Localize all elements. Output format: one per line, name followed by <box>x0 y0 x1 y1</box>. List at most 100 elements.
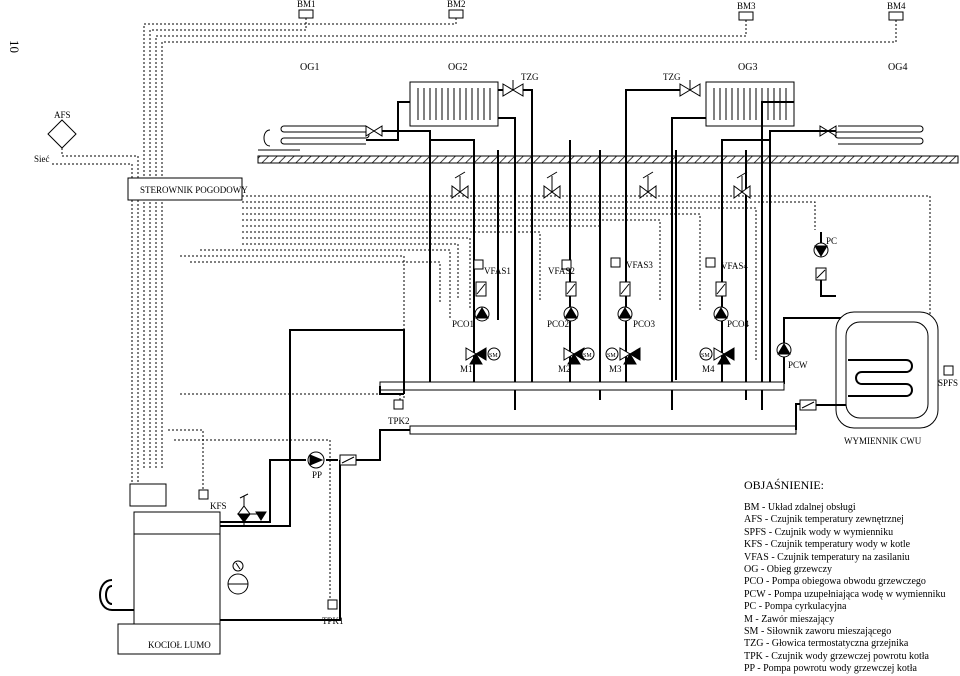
legend-item: PC - Pompa cyrkulacyjna <box>744 601 847 613</box>
spfs-sensor: SPFS <box>938 365 958 388</box>
controller-wiring <box>180 195 931 400</box>
manifolds <box>379 381 800 435</box>
bm3-label: BM3 <box>737 1 756 11</box>
pc-label: PC <box>826 236 837 246</box>
boiler: KOCIOŁ LUMO <box>99 483 221 655</box>
pco2-pump: PCO2 <box>547 306 579 329</box>
legend-title: OBJAŚNIENIE: <box>744 478 824 492</box>
pcw-pump: PCW <box>776 317 844 384</box>
afs-diamond <box>47 119 77 149</box>
legend-item: PP - Pompa powrotu wody grzewczej kotła <box>744 663 917 675</box>
tpk2-box <box>393 399 404 410</box>
mixing-valves: SM M1 SM M2 SM M3 SM M4 <box>460 347 735 374</box>
bm4-label: BM4 <box>887 1 906 11</box>
bm-wiring <box>131 18 897 482</box>
afs-label: AFS <box>54 110 71 120</box>
kfs-sensor: KFS <box>168 429 227 511</box>
wymiennik-label: WYMIENNIK CWU <box>844 436 922 446</box>
sterownik-box <box>127 177 243 201</box>
trim-valves <box>451 171 751 199</box>
vfas-sensors: VFAS1 VFAS2 VFAS3 VFAS4 <box>473 257 748 276</box>
tzg-valve-left: TZG <box>502 72 539 97</box>
m1-label: M1 <box>460 364 473 374</box>
og3-label: OG3 <box>738 62 757 73</box>
vfas2-box <box>561 259 572 270</box>
bm3-box <box>738 11 754 21</box>
legend-item: VFAS - Czujnik temperatury na zasilaniu <box>744 551 910 563</box>
m4-valve: SM M4 <box>699 347 735 374</box>
m4-sm-label: SM <box>701 353 710 359</box>
pc-pump: PC <box>813 232 837 297</box>
vfas3-label: VFAS3 <box>626 260 653 270</box>
pco1-pump: PCO1 <box>452 306 490 329</box>
radiator-og2 <box>409 81 499 127</box>
spfs-label: SPFS <box>938 378 958 388</box>
underfloor-loops <box>258 125 924 151</box>
bm1-box <box>298 9 314 19</box>
m2-sm-label: SM <box>583 353 592 359</box>
pco-pumps: PCO1 PCO2 PCO3 PCO4 <box>452 306 750 329</box>
pp-label: PP <box>312 470 322 480</box>
trim-valve-1 <box>451 171 469 199</box>
trim-valve-3 <box>639 171 657 199</box>
tpk2-sensor: TPK2 <box>180 393 410 426</box>
kfs-label: KFS <box>210 501 227 511</box>
legend-item: M - Zawór mieszający <box>744 613 835 625</box>
bm-units: BM1 BM2 BM3 BM4 <box>297 0 906 21</box>
pcw-label: PCW <box>788 360 808 370</box>
afs-sensor: AFS <box>47 110 139 176</box>
tpk1-label: TPK1 <box>322 616 344 626</box>
bm2-label: BM2 <box>447 0 466 9</box>
pco2-label: PCO2 <box>547 319 569 329</box>
m3-label: M3 <box>609 364 622 374</box>
tzg-right-label: TZG <box>663 72 681 82</box>
trim-valve-2 <box>543 171 561 199</box>
tzg-left-label: TZG <box>521 72 539 82</box>
vfas3-box <box>610 257 621 268</box>
tpk2-label: TPK2 <box>388 416 410 426</box>
og2-label: OG2 <box>448 62 467 73</box>
vfas1-box <box>473 259 484 270</box>
vfas4-box <box>705 257 716 268</box>
pco1-label: PCO1 <box>452 319 474 329</box>
check-valves <box>475 281 727 297</box>
legend-item: TPK - Czujnik wody grzewczej powrotu kot… <box>744 650 929 662</box>
radiator-og3 <box>705 81 795 127</box>
vfas1-label: VFAS1 <box>484 266 511 276</box>
safety-valve <box>237 493 267 526</box>
legend-item: SPFS - Czujnik wody w wymienniku <box>744 526 894 538</box>
bm4-box <box>888 11 904 21</box>
kfs-box <box>198 489 209 500</box>
sterownik-label: STEROWNIK POGODOWY <box>140 185 248 195</box>
floor-slab <box>257 155 959 164</box>
spfs-box <box>943 365 954 376</box>
tpk1-sensor: TPK1 <box>174 439 344 626</box>
legend-item: KFS - Czujnik temperatury wody w kotle <box>744 539 911 551</box>
bm2-box <box>448 9 464 19</box>
trim-valve-4 <box>733 171 751 199</box>
vfas4-label: VFAS4 <box>721 261 748 271</box>
pco4-label: PCO4 <box>727 319 750 329</box>
expansion-vessel <box>227 560 249 595</box>
kociol-label: KOCIOŁ LUMO <box>148 640 211 650</box>
bm1-label: BM1 <box>297 0 316 9</box>
page-number: 10 <box>7 40 22 53</box>
legend-item: TZG - Głowica termostatyczna grzejnika <box>744 638 909 650</box>
loop-valve-left <box>365 125 383 137</box>
pp-check-valve <box>339 454 357 466</box>
m3-sm-label: SM <box>607 353 616 359</box>
pco4-pump: PCO4 <box>713 306 750 329</box>
tpk1-box <box>327 599 338 610</box>
return-manifold <box>409 425 797 435</box>
vfas2-label: VFAS2 <box>548 266 575 276</box>
supply-manifold <box>379 381 785 391</box>
legend-item: PCO - Pompa obiegowa obwodu grzewczego <box>744 576 926 588</box>
heater-check-valve <box>799 399 846 411</box>
legend-item: AFS - Czujnik temperatury zewnętrznej <box>744 514 904 526</box>
pipes <box>366 89 836 410</box>
m3-valve: SM M3 <box>605 347 641 374</box>
og1-label: OG1 <box>300 62 319 73</box>
m4-label: M4 <box>702 364 715 374</box>
